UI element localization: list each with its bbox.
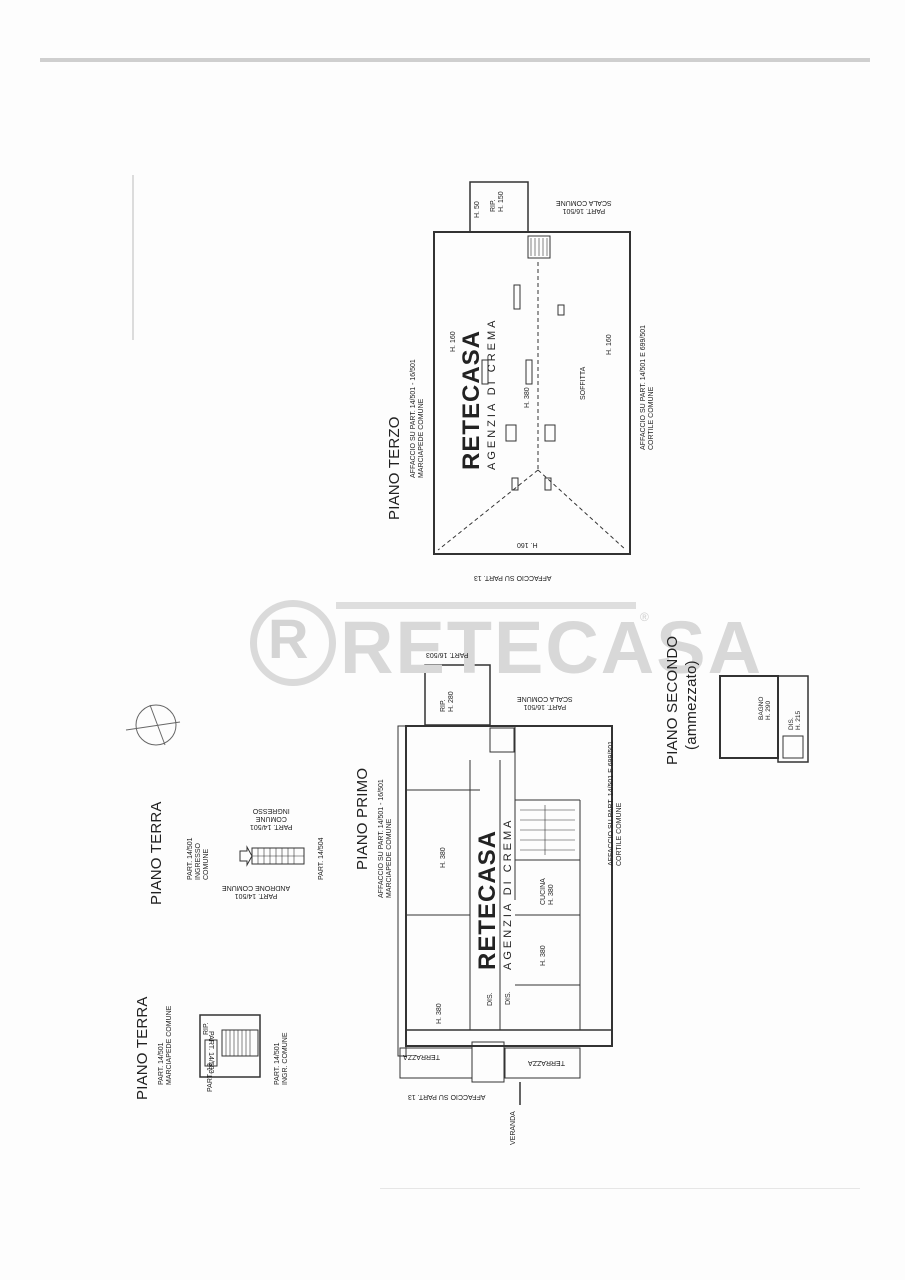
label-soffitta: SOFFITTA	[580, 366, 587, 400]
label-affaccio-13: AFFACCIO SU PART. 13	[408, 1093, 486, 1100]
label-line: PART. 14/501	[274, 1042, 281, 1085]
scan-top-edge	[40, 58, 870, 62]
label-affaccio-top: AFFACCIO SU PART. 14/501 - 16/501 MARCIA…	[378, 779, 394, 898]
label-terrazza: TERRAZZA	[528, 1059, 565, 1066]
label-line: CORTILE COMUNE	[616, 802, 623, 866]
label-line: AFFACCIO SU PART. 14/501 E 699/501	[640, 324, 647, 450]
label-h380: H. 380	[524, 387, 531, 408]
label-rip: RIP. H. 280	[440, 691, 456, 712]
label-line: H. 290	[765, 700, 772, 720]
watermark-registered: ®	[640, 610, 649, 624]
label-line: INGR. COMUNE	[282, 1032, 289, 1086]
watermark-bar	[336, 602, 636, 609]
title-piano-secondo: PIANO SECONDO	[664, 635, 681, 765]
label-line: H. 150	[498, 191, 505, 212]
label-scala-comune: PART. 16/501 SCALA COMUNE	[556, 198, 612, 214]
watermark-r-icon: R	[268, 607, 309, 670]
label-line: SCALA COMUNE	[517, 695, 573, 702]
label-h160: H. 160	[517, 541, 538, 548]
label-rip: H. 50	[474, 201, 482, 218]
label-line: AFFACCIO SU PART. 14/501 - 16/501	[410, 359, 417, 478]
label-affaccio-bottom: AFFACCIO SU PART. 14/501 E 699/501 CORTI…	[640, 325, 656, 450]
stamp-sub: AGENZIA DI CREMA	[486, 317, 498, 470]
label-part14504: PART. 14/504	[318, 837, 325, 880]
label-cucina: CUCINA H. 380	[540, 878, 556, 905]
label-line: DIS.	[788, 717, 795, 730]
label-line: RIP.	[440, 699, 447, 712]
label-line: PART. 14/501	[234, 892, 278, 899]
label-veranda: VERANDA	[510, 1111, 517, 1145]
label-line: MARCIAPEDE COMUNE	[166, 1005, 173, 1085]
scan-bottom-edge	[380, 1188, 860, 1189]
label-h380c: H. 380	[540, 945, 547, 966]
label-androne: PART. 14/501 ANDRONE COMUNE	[222, 883, 290, 899]
label-dis: DIS.	[505, 991, 512, 1005]
label-part14503: PART. 14/503	[207, 1031, 214, 1074]
label-affaccio-bottom: AFFACCIO SU PART. 14/501 E 699/501 CORTI…	[608, 741, 624, 866]
stamp-sub: AGENZIA DI CREMA	[502, 817, 514, 970]
stamp-brand: RETECASA	[458, 329, 485, 470]
label-bagno: BAGNO H. 290	[758, 697, 772, 720]
label-dis: DIS.	[487, 992, 494, 1006]
label-line: PART. 14/501	[187, 837, 194, 880]
label-line: PART. 16/501	[562, 207, 606, 214]
title-piano-terra-mid: PIANO TERRA	[148, 801, 165, 905]
label-line: CUCINA	[540, 878, 547, 905]
label-line: BAGNO	[758, 696, 765, 720]
label-ingresso-comune: PART. 14/501 COMUNE INGRESSO	[250, 806, 293, 830]
watermark-brand: RETECASA	[340, 606, 764, 689]
label-line: PART. 14/501	[250, 823, 293, 830]
label-line: INGRESSO	[252, 807, 290, 814]
label-ingresso: PART. 14/501 INGRESSO COMUNE	[187, 837, 211, 880]
label-line: H. 380	[548, 884, 555, 905]
label-line: MARCIAPEDE COMUNE	[418, 398, 425, 478]
stamp-terzo: RETECASA AGENZIA DI CREMA	[458, 317, 498, 470]
title-piano-terzo: PIANO TERZO	[386, 416, 403, 520]
stamp-brand: RETECASA	[474, 829, 501, 970]
label-line: ANDRONE COMUNE	[222, 884, 291, 891]
label-dis: DIS. H. 215	[788, 711, 802, 730]
label-line: H. 280	[448, 691, 455, 712]
stamp-primo: RETECASA AGENZIA DI CREMA	[474, 817, 514, 970]
label-line: PART. 16/501	[523, 703, 567, 710]
label: PART. 14/501 MARCIAPEDE COMUNE	[158, 1006, 174, 1085]
label-line: H. 50	[474, 201, 481, 218]
label-terrazza: TERRAZZA	[403, 1053, 440, 1060]
label-rip: RIP. H. 150	[490, 191, 506, 212]
watermark-circle	[250, 600, 336, 686]
label-line: MARCIAPEDE COMUNE	[386, 818, 393, 898]
label-h380b: H. 380	[436, 1003, 443, 1024]
label-scala-comune: PART. 16/501 SCALA COMUNE	[517, 694, 573, 710]
title-piano-primo: PIANO PRIMO	[354, 767, 371, 870]
label-h160: H. 160	[450, 331, 457, 352]
label-ingr: PART. 14/501 INGR. COMUNE	[274, 1033, 290, 1086]
label-line: PART. 14/501	[158, 1042, 165, 1085]
label-line: AFFACCIO SU PART. 14/501 E 699/501	[608, 740, 615, 866]
label-h160: H. 160	[606, 334, 613, 355]
label-line: RIP.	[490, 199, 497, 212]
label-line: COMUNE	[203, 848, 210, 880]
label-affaccio-13: AFFACCIO SU PART. 13	[474, 574, 552, 581]
label-line: COMUNE	[255, 815, 287, 822]
subtitle-ammezzato: (ammezzato)	[683, 660, 700, 750]
label-line: INGRESSO	[195, 843, 202, 880]
label-h380a: H. 380	[440, 847, 447, 868]
label-line: AFFACCIO SU PART. 14/501 - 16/501	[378, 779, 385, 898]
label-line: H. 215	[795, 710, 802, 730]
title-piano-terra-left: PIANO TERRA	[134, 996, 151, 1100]
label-line: SCALA COMUNE	[556, 199, 612, 206]
label-part16503: PART. 16/503	[426, 651, 469, 658]
label-line: CORTILE COMUNE	[648, 386, 655, 450]
label-affaccio-top: AFFACCIO SU PART. 14/501 - 16/501 MARCIA…	[410, 359, 426, 478]
